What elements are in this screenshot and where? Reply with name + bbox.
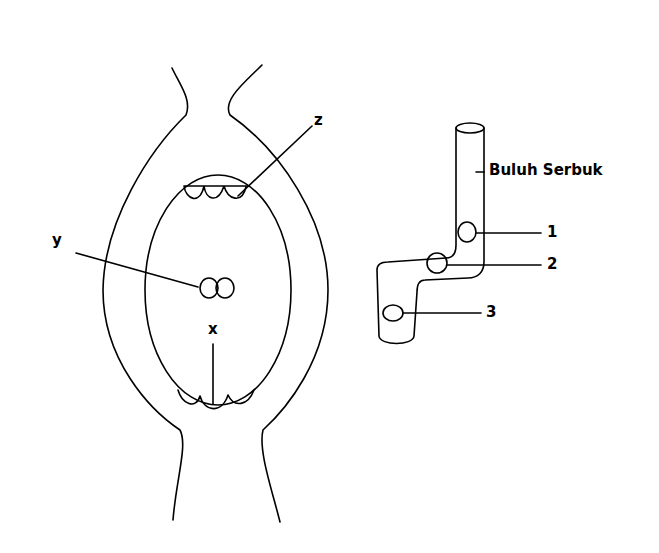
embryo-sac	[145, 175, 291, 405]
leader-line	[447, 264, 541, 266]
callout-letter: y	[52, 232, 62, 249]
leader-line	[76, 253, 198, 287]
leader-line	[403, 312, 481, 314]
pollen-tube-tip	[456, 123, 484, 133]
leader-line	[238, 126, 312, 196]
leader-line	[212, 344, 214, 404]
pollen-tube	[377, 128, 484, 344]
sperm-nucleus	[383, 305, 403, 321]
part-label: Buluh Serbuk	[489, 162, 603, 179]
sperm-nucleus	[427, 253, 447, 273]
tube-nucleus	[458, 222, 476, 242]
callout-letter: z	[314, 112, 323, 129]
polar-nucleus	[216, 278, 234, 298]
leader-line	[476, 171, 484, 173]
integument-right	[228, 65, 328, 522]
callout-letter: 3	[486, 304, 496, 321]
callout-letter: 2	[547, 256, 557, 273]
callout-letter: 1	[547, 224, 557, 241]
egg-apparatus	[178, 390, 254, 409]
callout-letter: x	[208, 321, 218, 338]
leader-line	[476, 232, 541, 234]
